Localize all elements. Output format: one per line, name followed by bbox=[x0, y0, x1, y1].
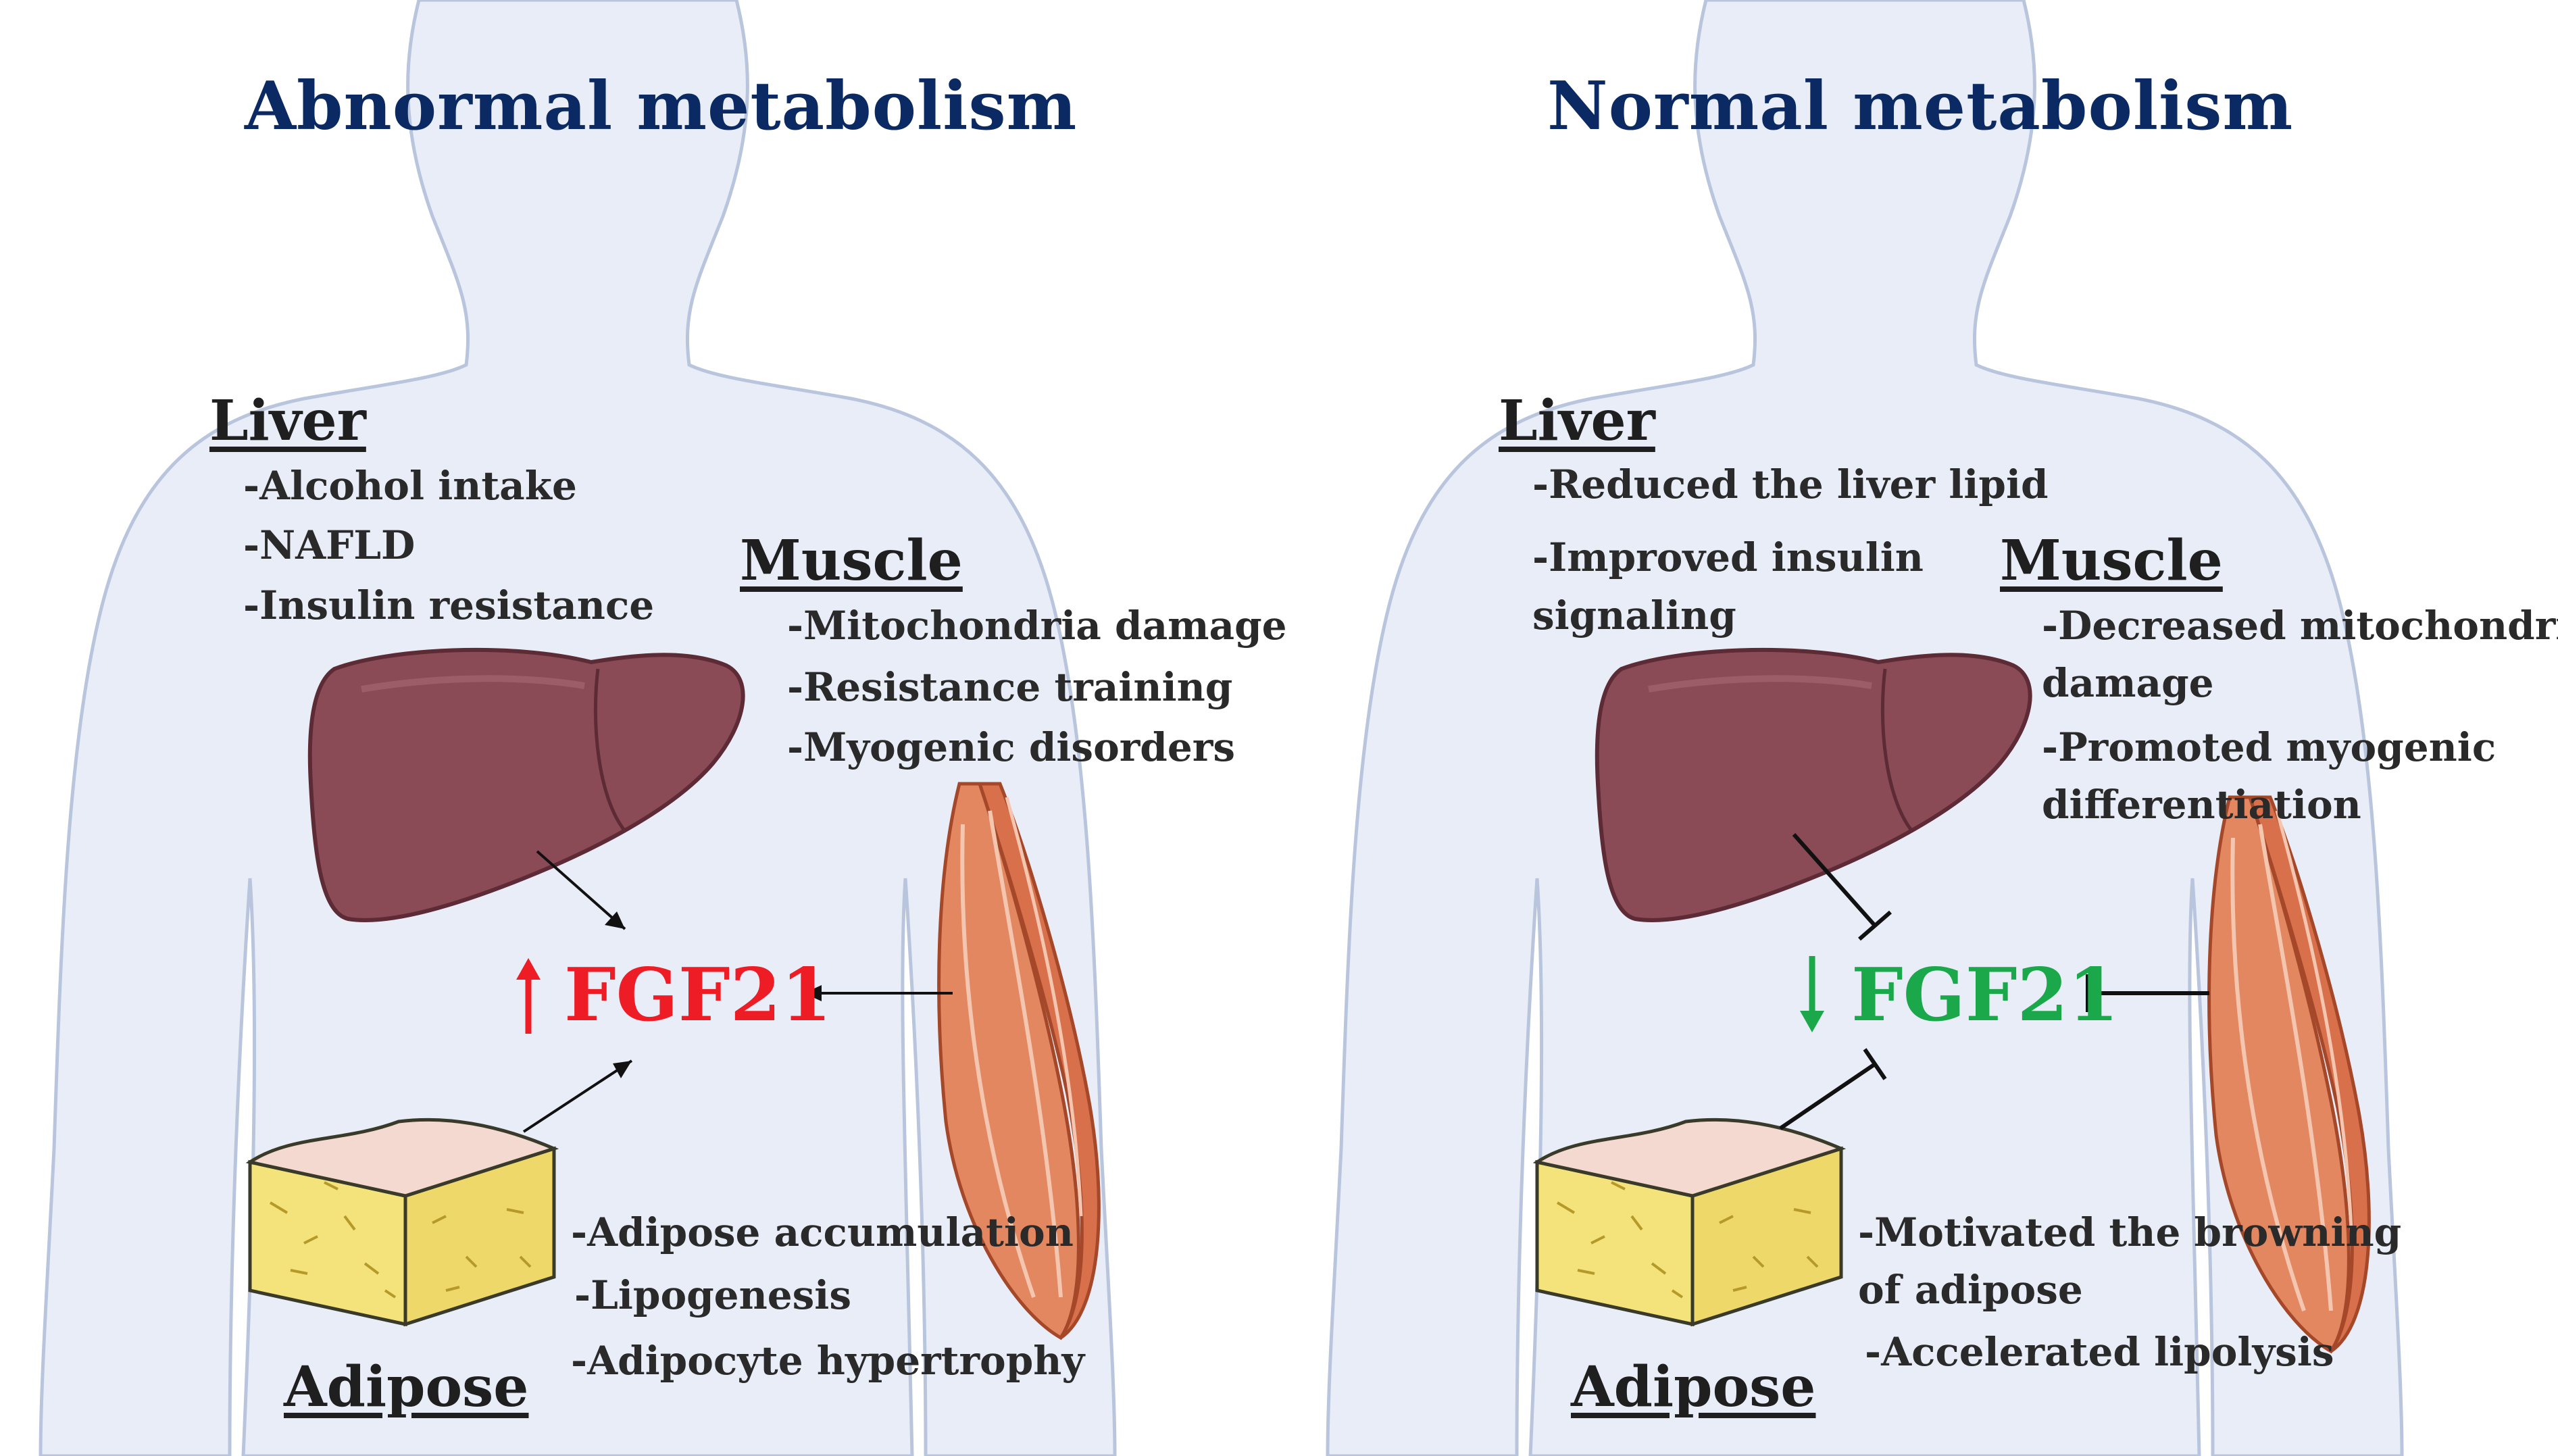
left-liver-item-2: -NAFLD bbox=[243, 522, 416, 568]
right-liver-item-3: signaling bbox=[1532, 593, 1736, 638]
right-muscle-item-4: differentiation bbox=[2042, 782, 2361, 828]
right-muscle-item-3: -Promoted myogenic bbox=[2042, 724, 2497, 770]
left-muscle-arrowhead bbox=[804, 985, 822, 1001]
right-adipose-item-3: -Accelerated lipolysis bbox=[1865, 1329, 2334, 1375]
left-adipose-item-1: -Adipose accumulation bbox=[571, 1209, 1074, 1255]
right-muscle-heading: Muscle bbox=[2000, 528, 2223, 593]
left-adipose-arrow bbox=[522, 1059, 633, 1133]
right-adipose-item-2: of adipose bbox=[1858, 1267, 2083, 1313]
right-muscle-item-1: -Decreased mitochondria bbox=[2042, 603, 2558, 649]
right-down-arrowhead bbox=[1800, 1011, 1824, 1032]
left-adipose-item-3: -Adipocyte hypertrophy bbox=[571, 1338, 1085, 1384]
left-liver-arrowhead bbox=[605, 911, 625, 929]
left-fgf21-label: FGF21 bbox=[564, 953, 832, 1038]
right-liver-inhibit bbox=[1792, 833, 1877, 927]
left-up-arrowhead bbox=[516, 958, 541, 980]
left-muscle-item-2: -Resistance training bbox=[787, 664, 1233, 710]
right-adipose-inhibit bbox=[1779, 1062, 1876, 1130]
right-adipose-inhibit-bar bbox=[1863, 1048, 1887, 1080]
right-liver-item-2: -Improved insulin bbox=[1532, 534, 1924, 580]
right-adipose-item-1: -Motivated the browning bbox=[1858, 1209, 2402, 1255]
left-liver-item-1: -Alcohol intake bbox=[243, 463, 577, 509]
left-muscle-heading: Muscle bbox=[740, 528, 963, 593]
left-liver-arrow bbox=[536, 850, 626, 930]
right-panel-title: Normal metabolism bbox=[1547, 68, 2294, 145]
left-panel-title: Abnormal metabolism bbox=[245, 68, 1078, 145]
right-liver-heading: Liver bbox=[1499, 388, 1655, 453]
left-liver-item-3: -Insulin resistance bbox=[243, 582, 655, 628]
right-liver-item-1: -Reduced the liver lipid bbox=[1532, 461, 2049, 507]
left-adipose-arrowhead bbox=[613, 1061, 632, 1078]
right-adipose-heading: Adipose bbox=[1571, 1355, 1816, 1420]
right-fgf21-label: FGF21 bbox=[1851, 953, 2119, 1038]
left-liver-heading: Liver bbox=[209, 388, 366, 453]
right-muscle-item-2: damage bbox=[2042, 660, 2214, 706]
right-liver-inhibit-bar bbox=[1858, 910, 1892, 941]
left-adipose-item-2: -Lipogenesis bbox=[574, 1272, 851, 1318]
left-muscle-item-1: -Mitochondria damage bbox=[787, 603, 1287, 649]
left-muscle-item-3: -Myogenic disorders bbox=[787, 724, 1235, 770]
left-adipose-heading: Adipose bbox=[284, 1355, 529, 1420]
